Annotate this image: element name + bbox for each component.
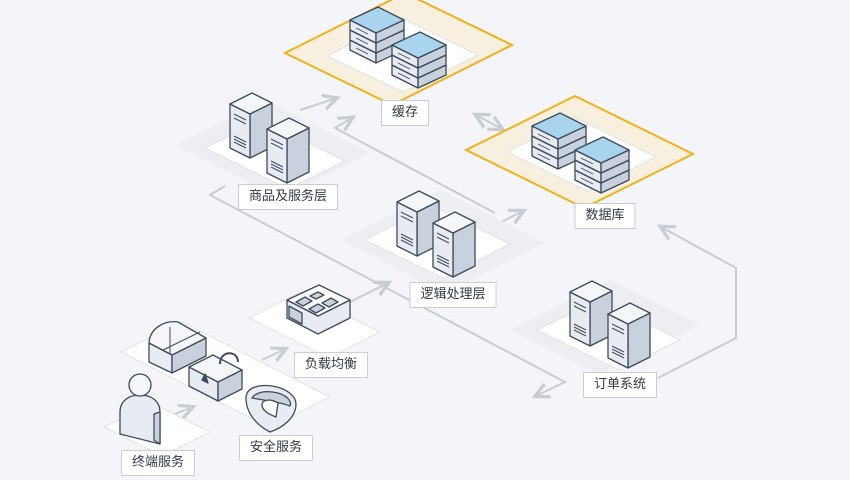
cache-label: 缓存 xyxy=(380,100,430,126)
connector-order-database xyxy=(658,228,737,379)
connector-lb-logic xyxy=(349,284,386,303)
terminal-service-label: 终端服务 xyxy=(120,450,196,476)
connector-cache-database xyxy=(478,116,500,128)
lock-icon xyxy=(188,352,243,402)
connector-security-lb xyxy=(261,350,283,360)
connector-logic-cache xyxy=(332,119,496,214)
connector-goods-order xyxy=(207,185,568,395)
connector-goods-cache xyxy=(299,99,334,111)
security-service-label: 安全服务 xyxy=(238,435,314,461)
load-balancer-icon xyxy=(286,284,351,335)
database-label: 数据库 xyxy=(574,203,636,229)
connector-lines xyxy=(159,99,737,421)
user-icon xyxy=(119,373,161,445)
firewall-icon xyxy=(148,320,207,374)
goods-service-layer-label: 商品及服务层 xyxy=(237,184,339,210)
order-system-label: 订单系统 xyxy=(582,372,658,398)
logic-layer-label: 逻辑处理层 xyxy=(409,282,497,308)
load-balancer-label: 负载均衡 xyxy=(293,352,369,378)
shield-icon xyxy=(245,384,297,433)
